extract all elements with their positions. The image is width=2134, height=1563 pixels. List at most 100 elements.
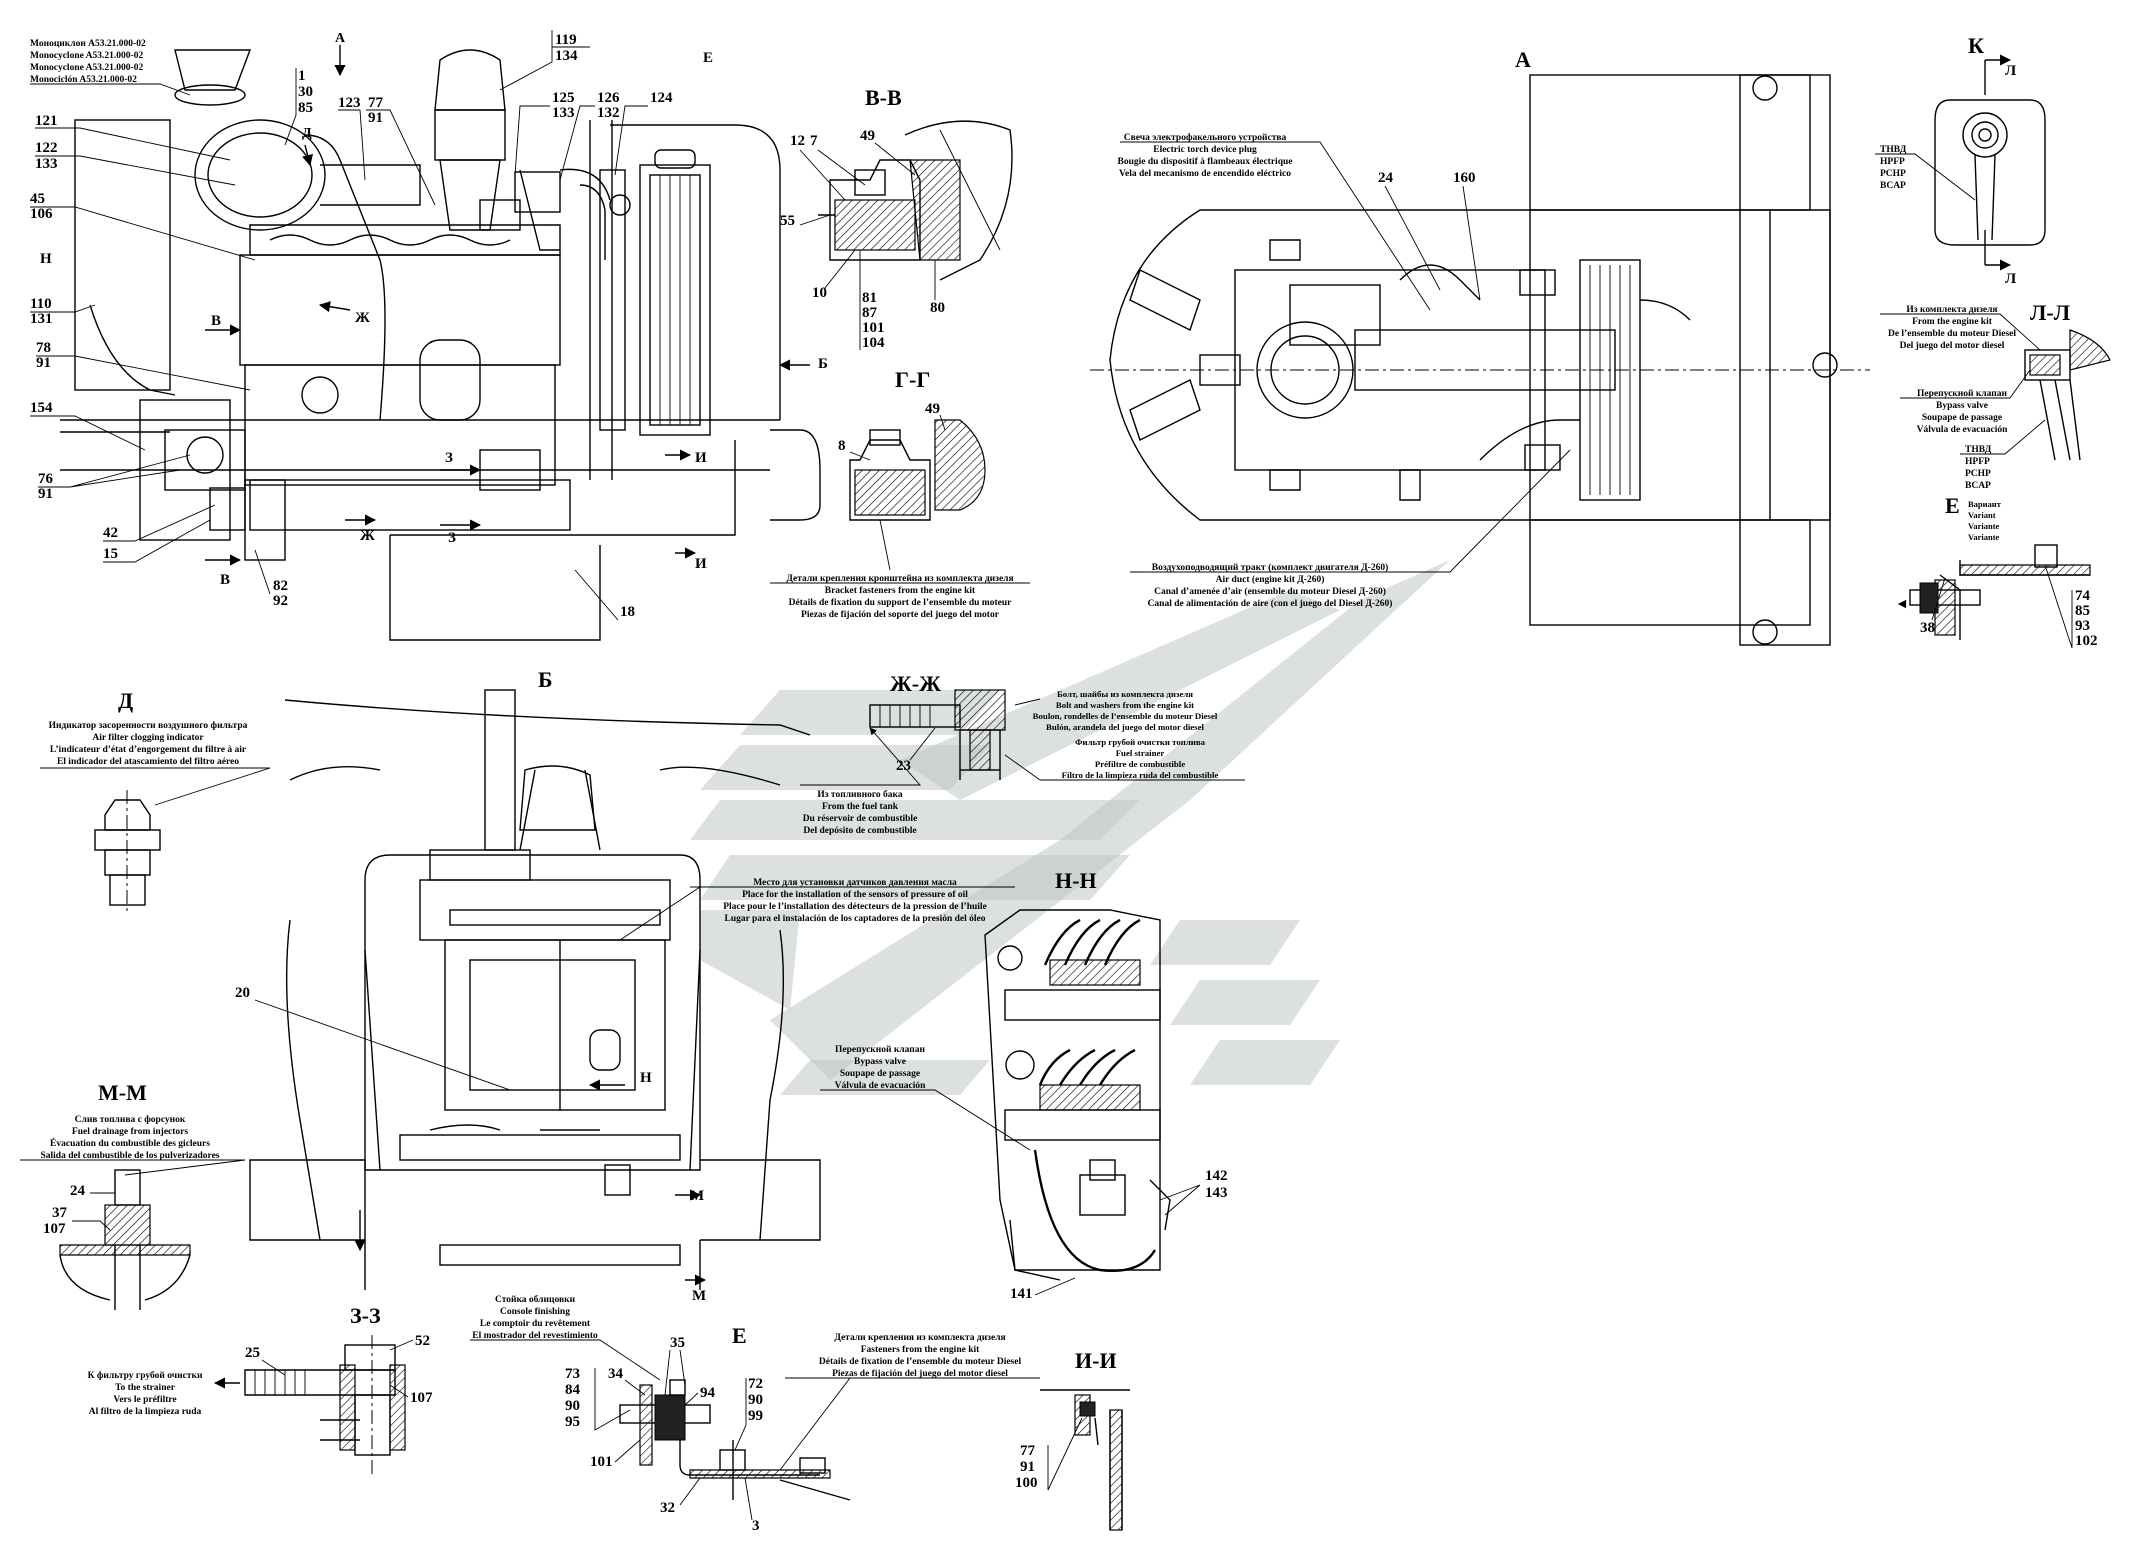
view-a-title: А (1515, 47, 1531, 72)
variant-en: Variant (1968, 510, 1996, 520)
callout: 8 (838, 438, 846, 454)
console-ru: Стойка облицовки (495, 1294, 576, 1305)
strainer-en: Fuel strainer (1116, 748, 1165, 758)
callout: 90 (748, 1392, 763, 1408)
view-mark-e: Е (703, 50, 713, 66)
drain-en: Fuel drainage from injectors (72, 1127, 188, 1137)
view-mark-a: А (335, 31, 346, 46)
bolt-es: Bulón, arandela del juego del motor dies… (1046, 722, 1204, 732)
callout: 1 (298, 68, 306, 84)
view-mark-v1: В (211, 313, 221, 329)
bolt-fr: Boulon, rondelles de l’ensemble du moteu… (1033, 711, 1218, 721)
view-k: К Л Л ТНВД HPFP PCHP BCAP (1875, 33, 2046, 287)
callout: 95 (565, 1414, 580, 1430)
note-bracket: Детали крепления кронштейна из комплекта… (770, 519, 1030, 620)
from-tank-fr: Du réservoir de combustible (803, 814, 918, 824)
callout: 85 (2075, 603, 2090, 619)
arrow-left: ◄ (1895, 597, 1909, 612)
callout: 7 (810, 133, 818, 149)
view-a-notes: Свеча электрофакельного устройства Elect… (1118, 132, 1571, 609)
callout: 49 (925, 401, 940, 417)
callout: 133 (35, 156, 58, 172)
to-strainer-es: Al filtro de la limpieza ruda (89, 1407, 202, 1417)
detail-e1-title: Е (732, 1323, 747, 1348)
section-zz: 52 107 25 К фильтру грубой очистки To th… (88, 1333, 433, 1475)
callout: 94 (700, 1385, 716, 1401)
callout: 124 (650, 90, 673, 106)
callout: 15 (103, 546, 118, 562)
view-mark-b: Б (818, 356, 828, 372)
fasteners-fr: Détails de fixation de l’ensemble du mot… (819, 1357, 1022, 1367)
callout: 107 (43, 1221, 66, 1237)
callout: 107 (410, 1390, 433, 1406)
variant-es: Variante (1968, 532, 2000, 542)
monocyclone-fr: Monocyclone A53.21.000-02 (30, 63, 143, 73)
to-strainer-ru: К фильтру грубой очистки (88, 1370, 203, 1381)
callout: 121 (35, 113, 58, 129)
indicator-ru: Индикатор засоренности воздушного фильтр… (49, 720, 248, 731)
bolt-ru: Болт, шайбы из комплекта дизеля (1057, 689, 1193, 699)
callout: 132 (597, 105, 620, 121)
callout: 78 (36, 340, 51, 356)
side-view-marks: А Д Ж Ж В В З З И И Б Е Н (40, 31, 828, 588)
variant-ru: Вариант (1968, 499, 2002, 509)
callout: 92 (273, 593, 288, 609)
callout: 101 (862, 320, 885, 336)
view-mark-z1: З (445, 450, 453, 466)
callout: 12 (790, 133, 805, 149)
console-es: El mostrador del revestimiento (472, 1331, 598, 1341)
section-mm-title: М-М (98, 1080, 147, 1105)
callout: 102 (2075, 633, 2098, 649)
pressure-es: Lugar para el instalación de los captado… (725, 914, 986, 924)
callout: 30 (298, 84, 313, 100)
note-monocyclone: Моноциклон А53.21.000-02 Monocyclone A53… (30, 39, 191, 96)
hpfp-l-es: BCAP (1965, 481, 1991, 491)
bypass-l-ru: Перепускной клапан (1917, 388, 2007, 399)
from-kit-fr: De l’ensemble du moteur Diesel (1888, 329, 2016, 339)
callout: 3 (752, 1518, 760, 1534)
hpfp-k-ru: ТНВД (1880, 145, 1907, 155)
callout: 49 (860, 128, 875, 144)
callout: 122 (35, 140, 58, 156)
detail-d: Д Индикатор засоренности воздушного филь… (40, 688, 271, 915)
bypass-l-en: Bypass valve (1936, 401, 1988, 411)
strainer-es: Filtro de la limpieza ruda del combustib… (1062, 770, 1219, 780)
callout: 126 (597, 90, 620, 106)
air-duct-es: Canal de alimentación de aire (con el ju… (1148, 598, 1393, 609)
section-nn-title: Н-Н (1055, 868, 1097, 893)
bypass-nn-ru: Перепускной клапан (835, 1044, 925, 1055)
callout: 91 (368, 110, 383, 126)
to-strainer-fr: Vers le préfiltre (113, 1395, 176, 1405)
hpfp-k-en: HPFP (1880, 157, 1905, 167)
callout: 73 (565, 1366, 580, 1382)
torch-ru: Свеча электрофакельного устройства (1124, 132, 1287, 143)
callout: 160 (1453, 170, 1476, 186)
hpfp-k-fr: PCHP (1880, 169, 1906, 179)
air-duct-fr: Canal d’amenée d’air (ensemble du moteur… (1154, 586, 1386, 597)
callout: 141 (1010, 1286, 1033, 1302)
callout: 93 (2075, 618, 2090, 634)
note-pressure-sensor: Место для установки датчиков давления ма… (619, 878, 1015, 941)
callout: 106 (30, 206, 53, 222)
section-mm: М-М Слив топлива с форсунок Fuel drainag… (20, 1080, 246, 1310)
monocyclone-en: Monocyclone A53.21.000-02 (30, 51, 143, 61)
torch-fr: Bougie du dispositif à flambeaux électri… (1118, 157, 1293, 167)
from-kit-ru: Из комплекта дизеля (1906, 305, 1997, 315)
section-bb: В-В 12 7 49 55 10 81 87 101 104 80 (780, 85, 1013, 351)
callout: 142 (1205, 1168, 1228, 1184)
callout: 143 (1205, 1185, 1228, 1201)
air-duct-ru: Воздухоподводящий тракт (комплект двигат… (1152, 562, 1389, 573)
callout: 45 (30, 191, 45, 207)
view-mark-h: Н (40, 251, 52, 267)
detail-d-title: Д (118, 688, 133, 713)
callout: 91 (36, 355, 51, 371)
callout: 131 (30, 311, 53, 327)
section-zhzh-title: Ж-Ж (890, 671, 941, 696)
bypass-nn-fr: Soupape de passage (840, 1069, 920, 1079)
fasteners-ru: Детали крепления из комплекта дизеля (834, 1333, 1005, 1343)
pressure-fr: Place pour le l’installation des détecte… (723, 902, 987, 912)
section-gg: Г-Г 49 8 Детали крепления кронштейна из … (770, 367, 1030, 620)
hpfp-l-ru: ТНВД (1965, 445, 1992, 455)
callout: 74 (2075, 588, 2091, 604)
callout: 18 (620, 604, 635, 620)
